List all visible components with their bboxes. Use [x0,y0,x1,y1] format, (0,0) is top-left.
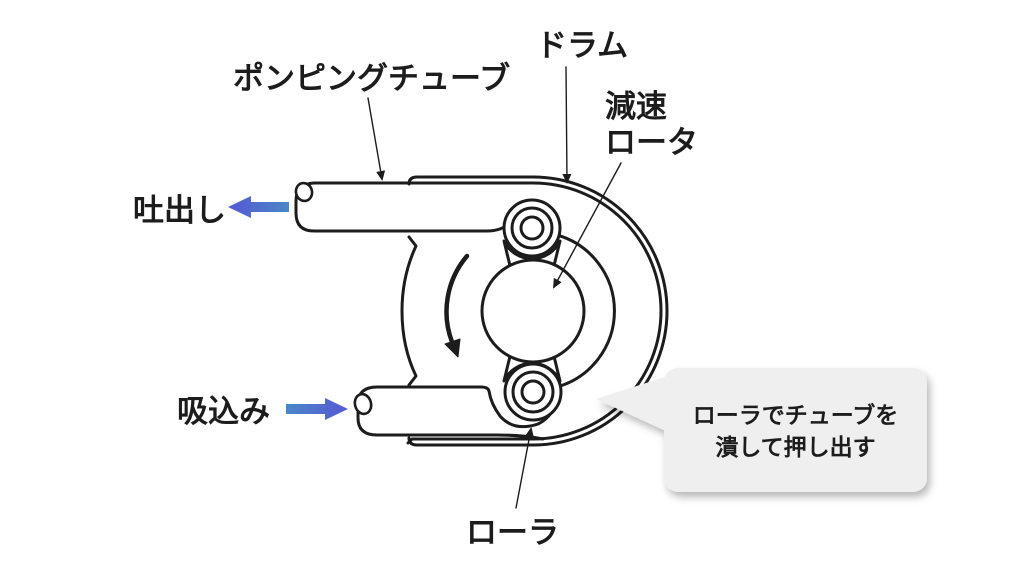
drum-inner-outline [312,181,663,445]
label-reduction-rotor: 減速 ロータ [605,89,698,161]
label-suction: 吸込み [177,394,270,430]
label-drum: ドラム [536,28,629,64]
callout-text: ローラでチューブを 潰して押し出す [664,400,927,464]
label-roller: ローラ [466,515,559,551]
suction-flow-arrow [286,398,348,420]
label-discharge: 吐出し [133,193,226,229]
drum-outer-outline [407,175,669,447]
callout-text-line1: ローラでチューブを [692,403,899,429]
label-pumping-tube: ポンピングチューブ [233,61,511,97]
leader-reduction-rotor [553,162,622,289]
callout-bubble [596,368,927,492]
rotation-direction-arrow [444,253,470,358]
rotor-circle [480,258,586,364]
label-reduction-rotor-line2: ロータ [605,125,698,161]
callout-text-line2: 潰して押し出す [715,435,876,461]
roller-bottom [503,362,563,422]
tube-end-loop-top [294,181,314,203]
discharge-flow-arrow [228,196,289,218]
leader-pumping-tube [367,97,386,181]
leader-roller [515,427,534,509]
label-reduction-rotor-line1: 減速 [605,89,667,125]
cavity-left-wall [400,235,418,387]
tube-end-loop-bottom [353,392,373,416]
roller-top [502,198,562,258]
leader-drum [562,66,572,184]
